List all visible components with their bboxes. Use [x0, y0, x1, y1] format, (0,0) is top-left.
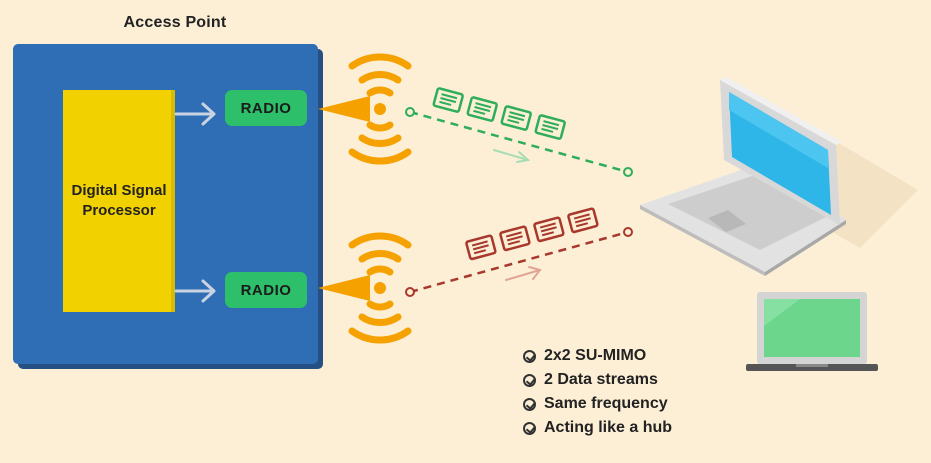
feature-item: 2 Data streams — [523, 368, 672, 392]
dsp-to-radio-arrow-2 — [174, 279, 216, 303]
packet-icon — [500, 105, 532, 131]
processor-label: Digital Signal Processor — [71, 182, 167, 219]
packet-icon — [567, 207, 599, 234]
antenna-1-icon — [318, 53, 412, 165]
check-circle-icon — [523, 397, 536, 411]
radio-1: RADIO — [225, 90, 307, 126]
packet-icon — [466, 96, 498, 122]
direction-arrow-icon — [493, 149, 531, 163]
antenna-2-icon — [318, 232, 412, 344]
radio-2: RADIO — [225, 272, 307, 308]
packet-icon — [534, 114, 566, 140]
laptop-icon — [640, 77, 918, 276]
data-stream-2 — [405, 207, 633, 297]
packet-icon — [533, 216, 565, 243]
feature-text: Same frequency — [544, 395, 668, 412]
small-laptop-icon — [746, 292, 878, 371]
feature-text: Acting like a hub — [544, 419, 673, 436]
feature-text: 2 Data streams — [544, 371, 658, 388]
feature-item: 2x2 SU-MIMO — [523, 344, 672, 368]
check-circle-icon — [523, 373, 536, 387]
packet-icon — [465, 234, 497, 261]
data-stream-1 — [405, 87, 633, 177]
direction-arrow-icon — [505, 266, 542, 281]
packet-icon — [499, 225, 531, 252]
check-circle-icon — [523, 349, 536, 363]
feature-item: Same frequency — [523, 392, 672, 416]
digital-signal-processor: Digital Signal Processor — [63, 90, 175, 312]
feature-list: 2x2 SU-MIMO 2 Data streams Same frequenc… — [523, 344, 672, 440]
packet-icon — [432, 87, 464, 113]
dsp-to-radio-arrow-1 — [174, 102, 216, 126]
feature-item: Acting like a hub — [523, 416, 672, 440]
feature-text: 2x2 SU-MIMO — [544, 347, 647, 364]
check-circle-icon — [523, 421, 536, 435]
access-point-title: Access Point — [123, 14, 227, 31]
